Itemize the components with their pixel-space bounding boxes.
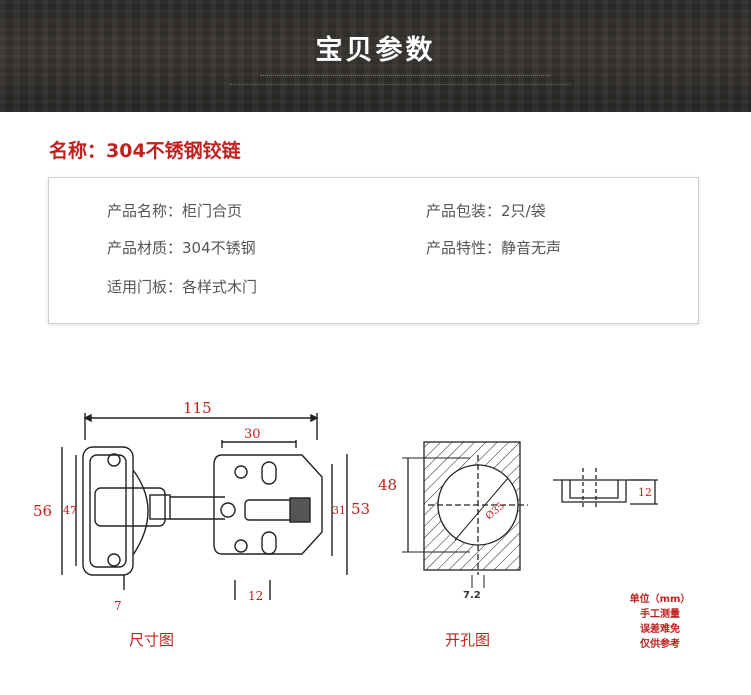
decorative-line: [230, 84, 570, 86]
dim-48: 48: [378, 476, 397, 494]
dim-53: 53: [351, 500, 370, 518]
wood-texture: [0, 0, 751, 112]
dim-12: 12: [248, 589, 263, 603]
header-banner: 宝贝参数: [0, 0, 751, 112]
dim-7: 7: [114, 599, 122, 613]
note-unit: 单位（mm）: [629, 594, 691, 605]
note-line1: 手工测量: [640, 609, 680, 620]
dim-12b: 12: [638, 486, 652, 499]
dim-47: 47: [63, 504, 77, 517]
hole-drawing: [402, 441, 528, 588]
page-title: 宝贝参数: [315, 35, 436, 66]
spec-door: 适用门板：各样式木门: [107, 278, 258, 296]
note-line3: 仅供参考: [640, 639, 680, 650]
cup-side-view: [553, 468, 658, 510]
note-line2: 误差难免: [640, 624, 680, 635]
spec-box: 产品名称：柜门合页 产品包装：2只/袋 产品材质：304不锈钢 产品特性：静音无…: [48, 177, 699, 324]
hinge-drawing: [61, 413, 348, 600]
caption-hole: 开孔图: [445, 631, 491, 649]
dim-56: 56: [33, 502, 52, 520]
spec-product-name: 产品名称：柜门合页: [107, 202, 243, 220]
technical-drawing: 115 30 56 47 31 53 7 12 48 Ø35 12 7.2: [33, 399, 658, 613]
dim-72: 7.2: [463, 590, 481, 601]
decorative-line: [260, 75, 550, 77]
spec-material: 产品材质：304不锈钢: [107, 239, 256, 257]
measurement-note: 单位（mm） 手工测量 误差难免 仅供参考: [620, 592, 700, 652]
spec-package: 产品包装：2只/袋: [426, 202, 546, 220]
caption-size: 尺寸图: [129, 631, 175, 649]
dim-30: 30: [244, 427, 261, 442]
spec-feature: 产品特性：静音无声: [426, 239, 562, 257]
product-name: 名称：304不锈钢铰链: [49, 140, 241, 162]
dim-31: 31: [332, 504, 346, 517]
dim-115: 115: [183, 399, 212, 417]
